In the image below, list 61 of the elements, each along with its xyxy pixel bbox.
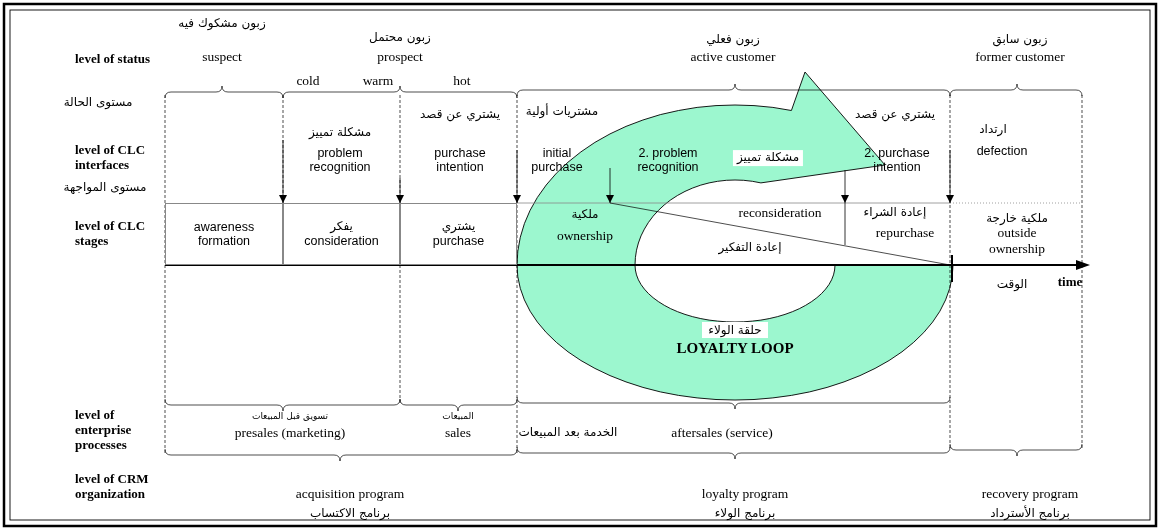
- status-label: زبون مشكوك فيه: [178, 17, 266, 31]
- row-heading: level of CLC interfaces: [75, 143, 147, 173]
- process-label: المبيعات: [442, 410, 474, 422]
- interface-label: problem recognition: [308, 145, 372, 175]
- stage-label: consideration: [303, 233, 380, 249]
- status-label: زبون سابق: [992, 33, 1048, 47]
- interface-label: يشتري عن قصد: [855, 108, 935, 122]
- stage-label: ملكية خارجة: [985, 211, 1049, 226]
- program-label: برنامج الأسترداد: [990, 507, 1070, 521]
- stage-label: إعادة الشراء: [863, 206, 927, 220]
- process-label: presales (marketing): [234, 425, 346, 441]
- stage-label: يشتري: [440, 219, 477, 234]
- stage-cell: [165, 203, 283, 265]
- stage-label: awareness formation: [192, 219, 256, 249]
- program-label: برنامج الاكتساب: [309, 507, 391, 521]
- status-label: زبون محتمل: [369, 31, 431, 45]
- status-label: suspect: [202, 49, 242, 65]
- loop-label: حلقة الولاء: [702, 322, 768, 338]
- row-heading: level of CLC stages: [75, 219, 147, 249]
- row-heading: level of CRM organization: [75, 472, 150, 502]
- stage-label: purchase: [431, 233, 486, 249]
- status-label: زبون فعلي: [706, 33, 760, 47]
- stage-label: repurchase: [875, 225, 935, 241]
- stage-label: reconsideration: [738, 205, 822, 221]
- stage-cell: [283, 203, 400, 265]
- interface-label: 2. problem recognition: [636, 145, 700, 175]
- temperature-label: hot: [453, 73, 471, 89]
- interface-label: يشتري عن قصد: [420, 108, 500, 122]
- process-label: aftersales (service): [671, 425, 773, 441]
- program-label: recovery program: [981, 486, 1079, 502]
- temperature-label: cold: [296, 73, 320, 89]
- interface-label: مشكلة تمييز: [732, 150, 804, 166]
- stage-cell: [400, 203, 517, 265]
- status-label: prospect: [377, 49, 423, 65]
- stage-label: ملكية: [571, 208, 599, 222]
- interface-label: ارتداد: [979, 123, 1007, 137]
- stage-label: ownership: [556, 228, 614, 244]
- row-heading: مستوى الحالة: [63, 96, 133, 110]
- program-label: برنامج الولاء: [714, 507, 776, 521]
- axis-label: الوقت: [996, 278, 1028, 292]
- process-label: sales: [444, 425, 472, 441]
- row-heading: level of status: [75, 52, 152, 67]
- process-label: الخدمة بعد المبيعات: [518, 426, 618, 440]
- loop-label: LOYALTY LOOP: [676, 339, 794, 356]
- status-label: active customer: [690, 49, 776, 65]
- row-heading: مستوى المواجهة: [63, 181, 147, 195]
- axis-label: time: [1057, 274, 1083, 290]
- program-label: loyalty program: [701, 486, 789, 502]
- stage-label: إعادة التفكير: [718, 241, 782, 255]
- process-label: تسويق قبل المبيعات: [251, 410, 329, 422]
- temperature-label: warm: [362, 73, 394, 89]
- program-label: acquisition program: [295, 486, 405, 502]
- interface-label: 2. purchase intention: [863, 145, 931, 175]
- interface-label: defection: [976, 143, 1028, 159]
- row-heading: level of enterprise processes: [75, 408, 133, 453]
- stage-label: يفكر: [328, 219, 354, 234]
- interface-label: purchase intention: [433, 145, 487, 175]
- stage-label: outside ownership: [987, 225, 1047, 257]
- interface-label: مشكلة تمييز: [308, 126, 372, 140]
- status-label: former customer: [975, 49, 1065, 65]
- interface-label: مشتريات أولية: [525, 105, 599, 119]
